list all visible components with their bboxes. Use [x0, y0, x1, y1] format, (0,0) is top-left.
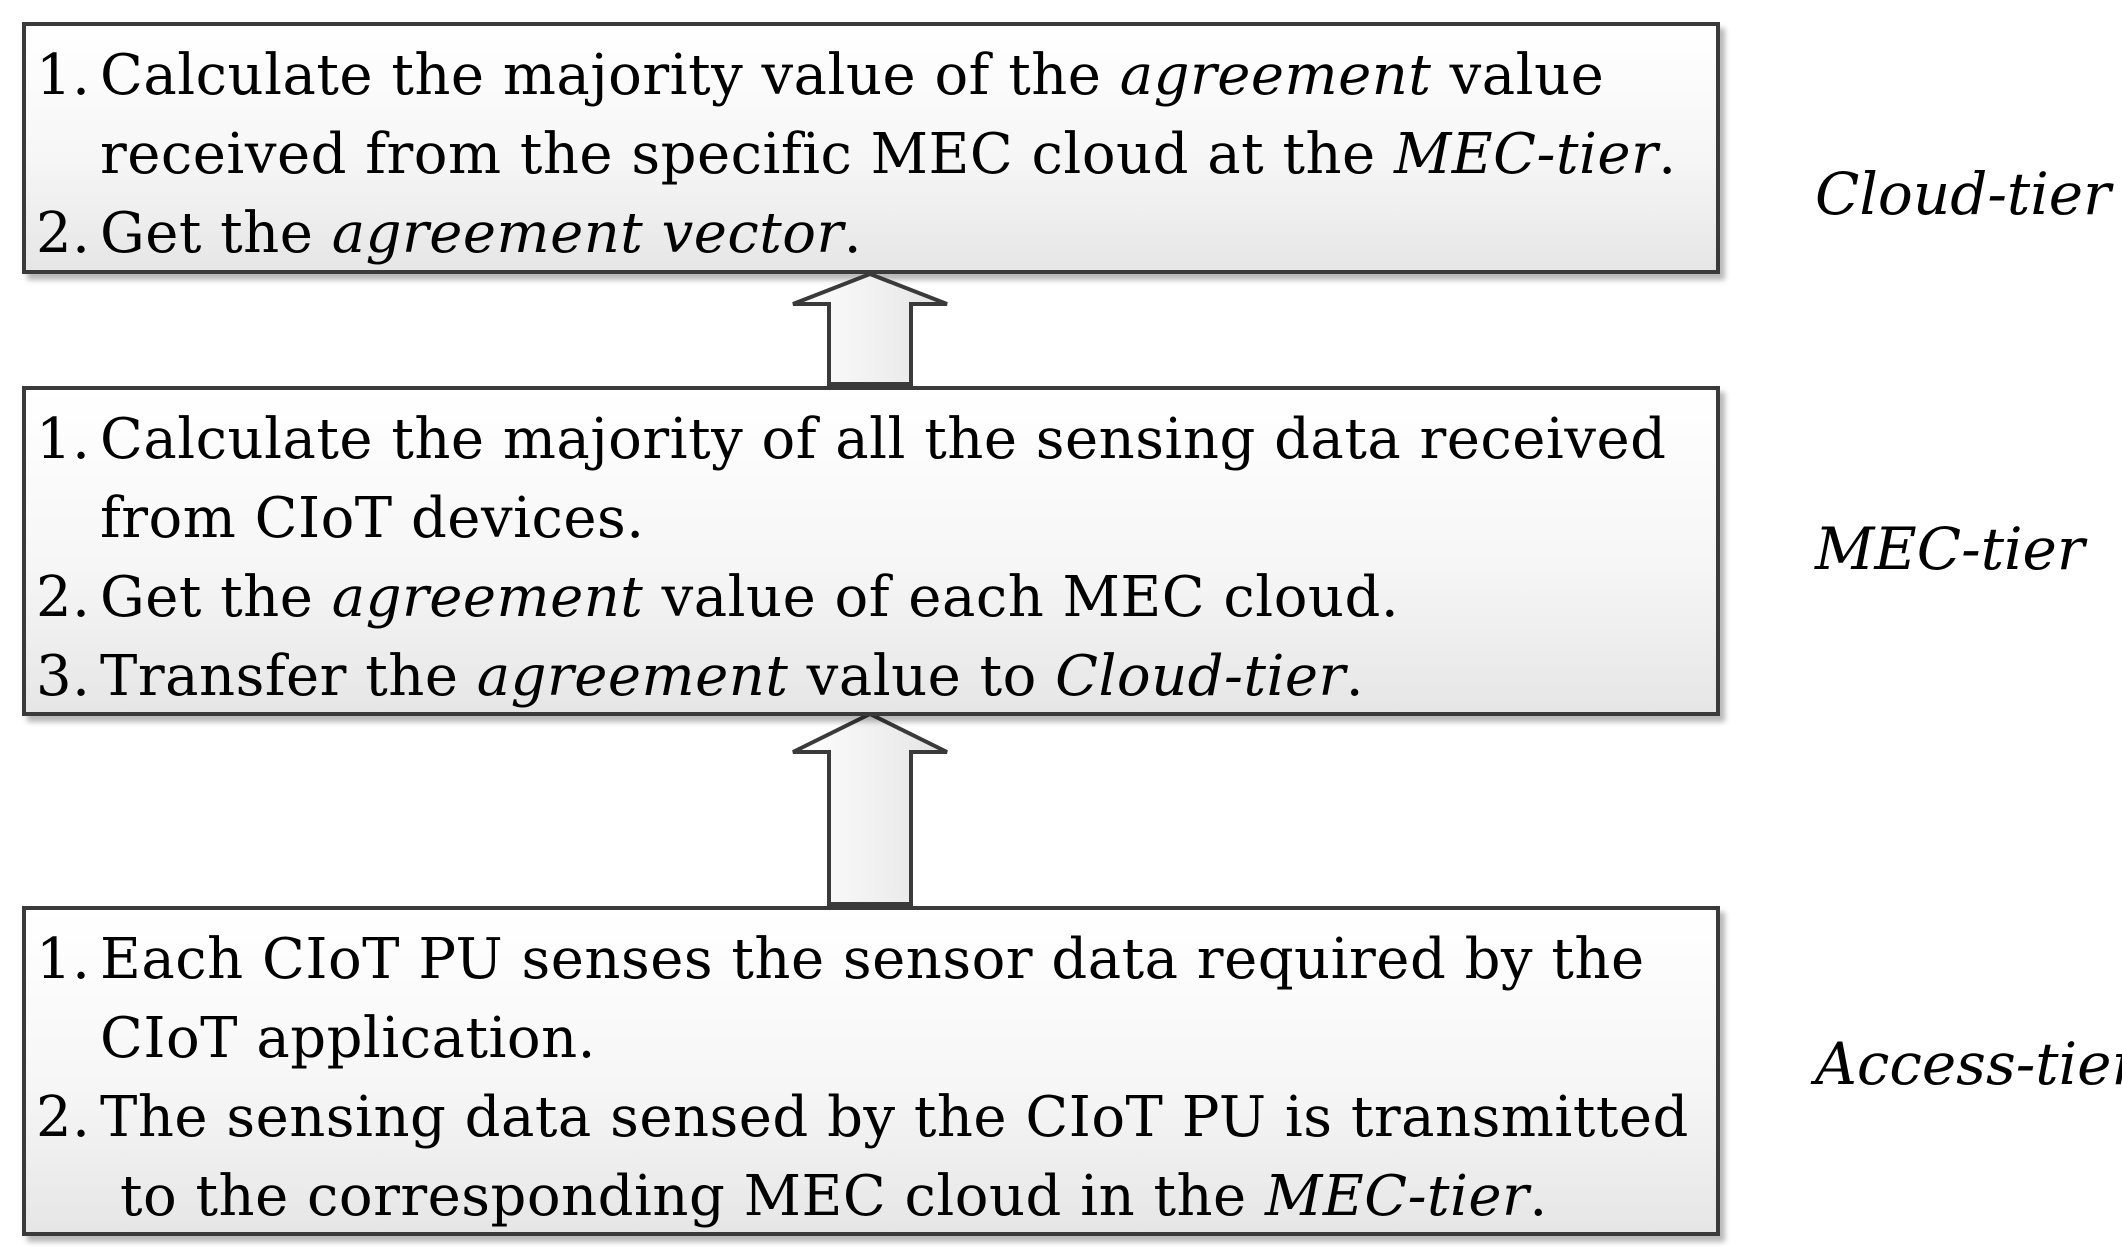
- text: The sensing data sensed by the CIoT PU i…: [100, 1085, 1689, 1150]
- mec-step-1-line-1: 1.Calculate the majority of all the sens…: [36, 400, 1716, 479]
- step-number: 3.: [36, 644, 91, 709]
- italic-term: agreement: [331, 565, 644, 630]
- text: Calculate the majority of all the sensin…: [100, 407, 1667, 472]
- cloud-tier-box: 1.Calculate the majority value of the ag…: [22, 22, 1720, 274]
- step-number: 2.: [36, 201, 91, 266]
- text: .: [1529, 1164, 1548, 1229]
- step-number: 2.: [36, 1085, 91, 1150]
- access-step-2-line-2: to the corresponding MEC cloud in the ME…: [36, 1157, 1716, 1236]
- italic-term: agreement: [1119, 43, 1432, 108]
- italic-term: agreement: [476, 644, 789, 709]
- access-tier-box: 1.Each CIoT PU senses the sensor data re…: [22, 906, 1720, 1236]
- text: .: [1658, 122, 1677, 187]
- text: .: [1345, 644, 1365, 709]
- text: Each CIoT PU senses the sensor data requ…: [100, 927, 1645, 992]
- cloud-step-1-line-2: received from the specific MEC cloud at …: [36, 115, 1716, 194]
- italic-term: agreement vector: [331, 201, 844, 266]
- step-number: 1.: [36, 43, 91, 108]
- text: .: [843, 201, 863, 266]
- text: value: [1431, 43, 1605, 108]
- text: value to: [788, 644, 1056, 709]
- mec-step-3: 3.Transfer the agreement value to Cloud-…: [36, 637, 1716, 716]
- text: CIoT application.: [100, 1006, 596, 1071]
- text: Transfer the: [100, 644, 477, 709]
- text: to the corresponding MEC cloud in the: [120, 1164, 1265, 1229]
- access-step-1-line-2: CIoT application.: [36, 999, 1716, 1078]
- cloud-step-2: 2.Get the agreement vector.: [36, 194, 1716, 273]
- text: Get the: [100, 565, 332, 630]
- text: from CIoT devices.: [100, 486, 645, 551]
- mec-tier-box: 1.Calculate the majority of all the sens…: [22, 386, 1720, 716]
- step-number: 1.: [36, 927, 91, 992]
- step-number: 2.: [36, 565, 91, 630]
- access-tier-label: Access-tier: [1815, 1030, 2122, 1098]
- arrow-shape: [792, 711, 948, 906]
- step-number: 1.: [36, 407, 91, 472]
- cloud-tier-label: Cloud-tier: [1815, 160, 2111, 228]
- text: value of each MEC cloud.: [643, 565, 1400, 630]
- access-step-1-line-1: 1.Each CIoT PU senses the sensor data re…: [36, 920, 1716, 999]
- access-step-2-line-1: 2.The sensing data sensed by the CIoT PU…: [36, 1078, 1716, 1157]
- mec-step-1-line-2: from CIoT devices.: [36, 479, 1716, 558]
- mec-tier-label: MEC-tier: [1815, 515, 2085, 583]
- italic-term: MEC-tier: [1393, 122, 1659, 187]
- cloud-step-1-line-1: 1.Calculate the majority value of the ag…: [36, 36, 1716, 115]
- text: received from the specific MEC cloud at …: [100, 122, 1394, 187]
- italic-term: MEC-tier: [1265, 1164, 1530, 1229]
- mec-step-2: 2.Get the agreement value of each MEC cl…: [36, 558, 1716, 637]
- arrow-shape: [792, 271, 948, 386]
- text: Get the: [100, 201, 332, 266]
- italic-term: Cloud-tier: [1055, 644, 1346, 709]
- text: Calculate the majority value of the: [100, 43, 1120, 108]
